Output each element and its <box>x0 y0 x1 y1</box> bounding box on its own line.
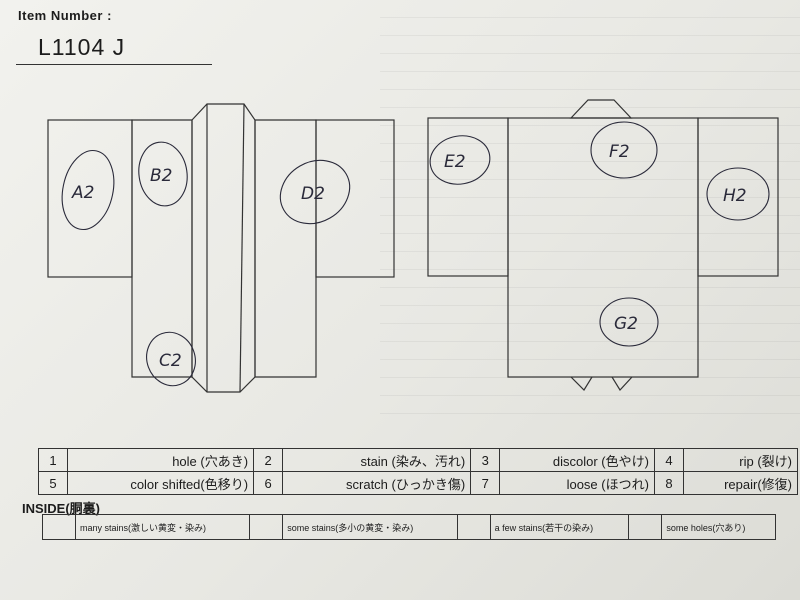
front-collar-panel <box>191 103 256 393</box>
back-view <box>427 99 779 391</box>
legend-label: scratch (ひっかき傷) <box>282 471 472 495</box>
haori-diagram: A2 B2 C2 D2 E2 F2 G2 H2 <box>47 99 779 393</box>
mark-a-label: A2 <box>71 183 94 203</box>
back-body <box>507 117 699 378</box>
legend-label: hole (穴あき) <box>66 448 255 472</box>
legend-num: 5 <box>38 471 68 495</box>
mark-g-label: G2 <box>614 314 638 334</box>
back-collar <box>569 99 633 119</box>
inside-checkbox <box>42 514 76 540</box>
inside-title: INSIDE(胴裏) <box>22 501 101 516</box>
inside-option: a few stains(若干の染み) <box>489 514 630 540</box>
mark-g-circle <box>599 297 659 347</box>
mark-e-label: E2 <box>444 152 466 172</box>
inside-checkbox <box>456 514 491 540</box>
legend-label: discolor (色やけ) <box>499 448 655 472</box>
legend-num: 3 <box>470 448 501 472</box>
item-number-label: Item Number : <box>18 8 112 23</box>
legend-row: 5 color shifted(色移り) 6 scratch (ひっかき傷) 7… <box>38 471 799 495</box>
damage-legend-table: 1 hole (穴あき) 2 stain (染み、汚れ) 3 discolor … <box>38 448 799 495</box>
legend-label: color shifted(色移り) <box>66 471 255 495</box>
mark-c-circle <box>146 331 196 387</box>
mark-f-label: F2 <box>609 142 630 162</box>
item-number-underline <box>16 64 212 65</box>
back-right-sleeve <box>697 117 779 277</box>
inside-condition-table: many stains(激しい黄変・染み) some stains(多小の黄変・… <box>42 514 776 540</box>
front-view <box>47 103 395 393</box>
legend-num: 4 <box>653 448 684 472</box>
mark-a-circle <box>61 149 115 231</box>
legend-num: 8 <box>653 471 684 495</box>
inside-option: many stains(激しい黄変・染み) <box>74 514 251 540</box>
bleed-through-lines <box>380 0 800 420</box>
legend-num: 2 <box>253 448 284 472</box>
front-right-body <box>254 119 317 378</box>
front-right-sleeve <box>315 119 395 278</box>
legend-label: repair(修復) <box>682 471 799 495</box>
legend-label: loose (ほつれ) <box>499 471 655 495</box>
mark-h-label: H2 <box>723 186 747 206</box>
inside-checkbox <box>249 514 284 540</box>
legend-row: 1 hole (穴あき) 2 stain (染み、汚れ) 3 discolor … <box>38 448 799 472</box>
inside-option: some holes(穴あり) <box>661 514 776 540</box>
legend-num: 1 <box>38 448 68 472</box>
mark-d-circle <box>279 159 351 225</box>
mark-b-circle <box>138 141 188 207</box>
mark-d-label: D2 <box>301 184 325 204</box>
mark-f-circle <box>590 121 658 179</box>
legend-num: 7 <box>470 471 501 495</box>
inside-option: some stains(多小の黄変・染み) <box>282 514 458 540</box>
legend-label: stain (染み、汚れ) <box>282 448 472 472</box>
back-left-sleeve <box>427 117 509 277</box>
legend-num: 6 <box>253 471 284 495</box>
item-number-value: L1104 J <box>38 34 126 60</box>
legend-label: rip (裂け) <box>682 448 799 472</box>
mark-b-label: B2 <box>150 166 172 186</box>
mark-e-circle <box>429 135 491 185</box>
handwritten-marks: A2 B2 C2 D2 E2 F2 G2 H2 <box>61 121 770 387</box>
inside-row: many stains(激しい黄変・染み) some stains(多小の黄変・… <box>42 514 776 540</box>
inside-checkbox <box>628 514 663 540</box>
mark-c-label: C2 <box>159 351 182 371</box>
mark-h-circle <box>706 167 770 221</box>
